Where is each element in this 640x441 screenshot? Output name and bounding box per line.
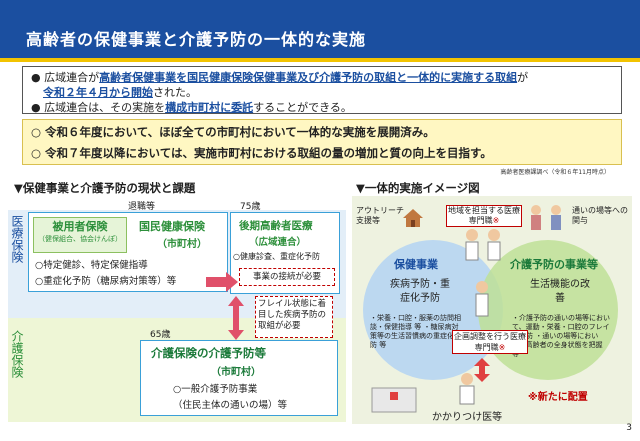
family-doc-label: かかりつけ医等	[432, 412, 503, 423]
summary-box: ● 広域連合が高齢者保健事業を国民健康保険保健事業及び介護予防の取組と一体的に実…	[22, 66, 622, 114]
new-alloc-label: ※新たに配置	[528, 392, 588, 403]
bullet-1: ● 広域連合が高齢者保健事業を国民健康保険保健事業及び介護予防の取組と一体的に実…	[31, 71, 529, 84]
care-notes: ・介護予防の通いの場等において、運動・栄養・口腔のフレイル予防 ・通いの場等にお…	[512, 314, 610, 358]
elder-medical-box: 後期高齢者医療 （広域連合） ○健康診査、重症化予防 事業の接続が必要	[230, 212, 340, 294]
arrow-right-icon	[206, 272, 238, 292]
care-prev-label: 介護予防の事業等	[510, 258, 598, 271]
nhi-item-1: ○特定健診、特定保健指導	[35, 260, 148, 271]
regional-pro-box: 地域を担当する医療専門職※	[446, 205, 522, 227]
header-bar	[0, 0, 640, 62]
frailty-note: フレイル状態に着目した疾病予防の取組が必要	[255, 296, 333, 338]
vertical-arrow-icon	[474, 358, 490, 382]
right-heading: ▼一体的実施イメージ図	[356, 181, 480, 195]
page-title: 高齢者の保健事業と介護予防の一体的な実施	[26, 30, 367, 49]
house-icon	[403, 209, 423, 227]
life-func-label: 生活機能の改善	[530, 279, 590, 304]
header-accent-band	[0, 58, 640, 62]
goal-1: ○ 令和６年度において、ほぼ全ての市町村において一体的な実施を展開済み。	[31, 125, 435, 139]
nurse-center-icon	[475, 281, 489, 317]
bullet-1-cont: 令和２年４月から開始された。	[43, 86, 197, 99]
double-arrow-icon	[228, 296, 244, 340]
goal-2: ○ 令和７年度以降においては、実施市町村における取組の量の増加と質の向上を目指す…	[31, 146, 492, 160]
care-prevention-box: 介護保険の介護予防等 （市町村） ○一般介護予防事業 （住民主体の通いの場）等	[140, 340, 338, 416]
elderly-people-icon	[531, 205, 561, 230]
employee-insurance-box: 被用者保険 （健保組合、協会けんぽ）	[33, 217, 127, 253]
age75-label: 75歳	[240, 202, 261, 212]
page-number: 3	[626, 423, 632, 433]
doctor-icon	[459, 373, 475, 405]
hospital-icon	[371, 387, 417, 413]
left-heading: ▼保健事業と介護予防の現状と課題	[14, 181, 196, 195]
nurses-icon	[465, 229, 501, 261]
bullet-2: ● 広域連合は、その実施を構成市町村に委託することができる。	[31, 101, 352, 114]
nhi-box: 被用者保険 （健保組合、協会けんぽ） 国民健康保険 （市町村） ○特定健診、特定…	[28, 212, 228, 292]
care-circle	[478, 240, 618, 380]
kayoi-label: 通いの場等への関与	[572, 206, 628, 225]
age65-label: 65歳	[150, 330, 171, 340]
disease-prev-label: 疾病予防・重症化予防	[390, 279, 450, 304]
nhi-title: 国民健康保険	[139, 220, 205, 233]
medical-vertical-label: 医療保険	[10, 215, 24, 263]
retire-label: 退職等	[128, 202, 156, 212]
coordinator-box: 企画調整を行う医療専門職※	[452, 330, 528, 354]
goals-box: ○ 令和６年度において、ほぼ全ての市町村において一体的な実施を展開済み。 ○ 令…	[22, 119, 622, 165]
health-notes: ・栄養・口腔・服薬の訪問相談・保健指導 等 ・糖尿病対策等の生活習慣病の重症化予…	[370, 314, 461, 349]
health-label: 保健事業	[394, 258, 438, 271]
need-link-box: 事業の接続が必要	[239, 268, 335, 286]
source-note: 高齢者医療課調べ（令和６年11月時点）	[500, 169, 610, 176]
care-vertical-label: 介護保険	[10, 330, 24, 378]
nhi-sub: （市町村）	[157, 239, 207, 250]
nhi-item-2: ○重症化予防（糖尿病対策等）等	[35, 276, 177, 287]
outreach-label: アウトリーチ支援等	[356, 206, 404, 225]
